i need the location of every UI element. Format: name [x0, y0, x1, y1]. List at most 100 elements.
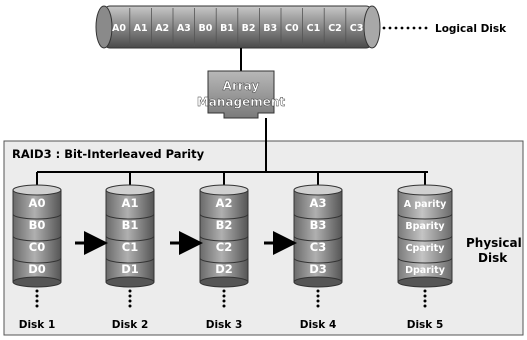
disk-top-cap	[105, 184, 155, 196]
disk-bottom-cap	[105, 276, 155, 288]
physical-disk-label-line2: Disk	[478, 251, 508, 265]
disk-segment-label: A3	[310, 196, 327, 210]
disk-continuation-dot	[423, 304, 427, 308]
disk-top-cap	[199, 184, 249, 196]
disk-continuation-dot	[128, 294, 132, 298]
logical-disk: A0 A1 A2 A3 B0 B1 B2 B3 C0 C1 C2 C3	[95, 5, 381, 49]
physical-disk-label-line1: Physical	[466, 236, 522, 250]
disk-segment-separator	[397, 257, 453, 264]
disk-segment-label: C1	[122, 240, 138, 254]
disk-segment-label: Bparity	[405, 221, 445, 232]
disk-top-cap	[12, 184, 62, 196]
disk-label: Disk 5	[407, 319, 444, 331]
logical-disk-label: Logical Disk	[435, 23, 507, 35]
array-management-line2: Management	[197, 95, 286, 109]
disk-top-cap	[293, 184, 343, 196]
disk-continuation-dot	[128, 299, 132, 303]
disk-segment-label: D2	[215, 262, 233, 276]
disk-continuation-dot	[423, 299, 427, 303]
disk-continuation-dot	[423, 294, 427, 298]
logical-disk-blocks: A0 A1 A2 A3 B0 B1 B2 B3 C0 C1 C2 C3	[112, 8, 363, 46]
disk-segment-separator	[12, 235, 62, 242]
disk-top-cap	[397, 184, 453, 196]
logical-block-label: C3	[350, 23, 364, 34]
logical-block-label: A1	[134, 23, 148, 34]
disk-continuation-dot	[222, 294, 226, 298]
logical-block-label: B1	[220, 23, 234, 34]
disk-segment-label: D3	[309, 262, 327, 276]
logical-block-label: B0	[198, 23, 212, 34]
disk-label: Disk 2	[112, 319, 149, 331]
disk-segment-separator	[105, 235, 155, 242]
disk-bottom-cap	[293, 276, 343, 288]
logical-block-label: C2	[328, 23, 342, 34]
logical-block-label: B3	[263, 23, 277, 34]
disk-bottom-cap	[397, 276, 453, 288]
disk-continuation-dot	[222, 289, 226, 293]
disk-segment-separator	[12, 257, 62, 264]
disk-segment-label: A1	[122, 196, 139, 210]
array-management-box: Array Management	[197, 70, 286, 119]
disk-continuation-dot	[316, 289, 320, 293]
disk-body	[105, 189, 155, 283]
disk-segment-label: B0	[29, 218, 46, 232]
disk-segment-label: C2	[216, 240, 232, 254]
array-management-line1: Array	[223, 79, 260, 93]
disk-segment-separator	[293, 257, 343, 264]
logical-block-label: B2	[242, 23, 256, 34]
disk-segment-label: Dparity	[405, 265, 446, 276]
disk-continuation-dot	[35, 294, 39, 298]
disk-segment-separator	[397, 235, 453, 242]
disk-label: Disk 1	[19, 319, 56, 331]
disk-continuation-dot	[222, 304, 226, 308]
disk-segment-label: C0	[29, 240, 45, 254]
disk-segment-separator	[397, 213, 453, 220]
logical-block-label: A3	[177, 23, 191, 34]
disk-continuation-dot	[35, 304, 39, 308]
logical-disk-dots	[382, 26, 428, 30]
disk-segment-label: D1	[121, 262, 139, 276]
disk-bottom-cap	[199, 276, 249, 288]
raid3-panel-title: RAID3 : Bit-Interleaved Parity	[12, 147, 205, 161]
disk-continuation-dot	[35, 299, 39, 303]
disk-continuation-dot	[128, 289, 132, 293]
disk-segment-label: A2	[216, 196, 233, 210]
disk-segment-separator	[105, 257, 155, 264]
disk-segment-label: B3	[310, 218, 327, 232]
disk-segment-separator	[105, 213, 155, 220]
disk-segment-separator	[12, 213, 62, 220]
disk-continuation-dot	[35, 289, 39, 293]
logical-block-label: C1	[307, 23, 321, 34]
disk-body	[199, 189, 249, 283]
logical-block-label: A2	[155, 23, 169, 34]
disk-segment-separator	[199, 257, 249, 264]
disk-segment-label: B1	[122, 218, 139, 232]
disk-continuation-dot	[222, 299, 226, 303]
disk-segment-label: Cparity	[406, 243, 446, 254]
disk-continuation-dot	[128, 304, 132, 308]
disk-segment-separator	[199, 213, 249, 220]
disk-continuation-dot	[316, 294, 320, 298]
disk-segment-label: A0	[29, 196, 46, 210]
disk-continuation-dot	[423, 289, 427, 293]
disk-continuation-dot	[316, 304, 320, 308]
disk-continuation-dot	[316, 299, 320, 303]
disk-bottom-cap	[12, 276, 62, 288]
disk-segment-label: A parity	[404, 199, 447, 210]
disk-segment-label: C3	[310, 240, 326, 254]
disk-body	[293, 189, 343, 283]
disk-segment-label: D0	[28, 262, 46, 276]
disk-segment-separator	[293, 213, 343, 220]
disk-label: Disk 4	[300, 319, 337, 331]
disk-label: Disk 3	[206, 319, 243, 331]
logical-block-label: C0	[285, 23, 299, 34]
logical-block-label: A0	[112, 23, 126, 34]
disk-segment-label: B2	[216, 218, 233, 232]
